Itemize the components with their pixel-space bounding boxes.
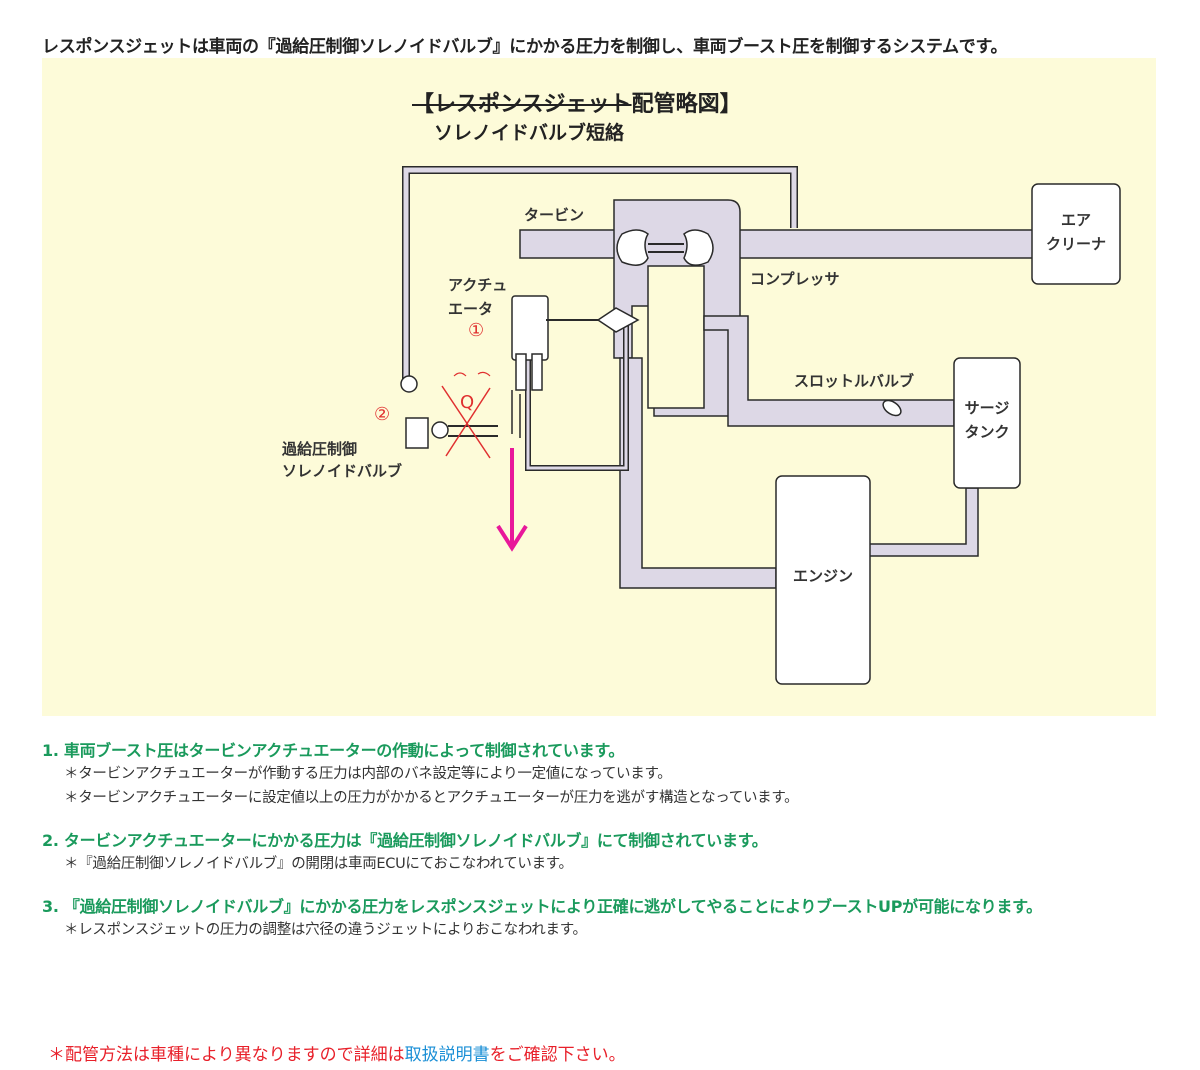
label-solenoid-1: 過給圧制御 xyxy=(282,440,358,458)
label-engine: エンジン xyxy=(792,567,853,585)
label-throttle: スロットルバルブ xyxy=(794,372,915,390)
relief-arrow xyxy=(496,448,528,552)
wastegate-valve xyxy=(596,307,640,333)
compressor-rotor xyxy=(683,229,714,266)
turbine-rotor xyxy=(616,229,649,266)
note-2-sub-1: ＊『過給圧制御ソレノイドバルブ』の開閉は車両ECUにておこなわれています。 xyxy=(64,856,573,872)
surge-tank-box xyxy=(953,357,1021,489)
manual-link[interactable]: 取扱説明書 xyxy=(404,1045,490,1065)
intro-text: レスポンスジェットは車両の『過給圧制御ソレノイドバルブ』にかかる圧力を制御し、車… xyxy=(42,37,1008,57)
label-actuator-1: アクチュ xyxy=(448,276,508,294)
explanation-notes: 1. 車両ブースト圧はタービンアクチュエーターの作動によって制御されています。 … xyxy=(42,740,1157,942)
svg-text:Q: Q xyxy=(460,392,474,413)
engine-box xyxy=(775,475,871,685)
intake-pipe xyxy=(519,229,1037,259)
label-surge-tank: サージタンク xyxy=(964,399,1010,441)
warning-text: ＊配管方法は車種により異なりますので詳細は取扱説明書をご確認下さい。 xyxy=(48,1045,626,1065)
diagram-title: 【レスポンスジェット配管略図】 xyxy=(412,92,742,117)
label-num-1: ① xyxy=(468,320,485,341)
piping-diagram-svg: Q xyxy=(400,166,1121,685)
blocked-mark xyxy=(441,385,491,459)
label-num-2: ② xyxy=(374,404,391,425)
note-3-sub-1: ＊レスポンスジェットの圧力の調整は穴径の違うジェットによりおこなわれます。 xyxy=(64,922,587,938)
label-solenoid-2: ソレノイドバルブ xyxy=(282,462,403,480)
note-1-sub-2: ＊タービンアクチュエーターに設定値以上の圧力がかかるとアクチュエーターが圧力を逃… xyxy=(64,790,799,806)
diagram-subtitle: ソレノイドバルブ短絡 xyxy=(434,122,625,144)
label-compressor: コンプレッサ xyxy=(750,270,840,288)
note-1-sub-1: ＊タービンアクチュエーターが作動する圧力は内部のバネ設定等により一定値になってい… xyxy=(64,766,672,782)
note-3-heading: 3. 『過給圧制御ソレノイドバルブ』にかかる圧力をレスポンスジェットにより正確に… xyxy=(42,897,1042,916)
piping-diagram: Q 【レスポンスジェット配管略図】 ソレノイドバルブ短絡 タービン コンプレッサ… xyxy=(42,58,1156,716)
label-actuator-2: エータ xyxy=(448,300,494,318)
actuator-body xyxy=(511,295,549,361)
note-1-heading: 1. 車両ブースト圧はタービンアクチュエーターの作動によって制御されています。 xyxy=(42,741,625,760)
air-cleaner-box xyxy=(1031,183,1121,285)
label-turbine: タービン xyxy=(524,206,585,224)
throttle-valve xyxy=(882,399,902,417)
label-air-cleaner: エアクリーナ xyxy=(1045,211,1106,253)
surge-engine-pipe xyxy=(867,487,979,557)
note-2-heading: 2. タービンアクチュエーターにかかる圧力は『過給圧制御ソレノイドバルブ』にて制… xyxy=(42,831,768,850)
solenoid-valve-body xyxy=(405,417,429,449)
